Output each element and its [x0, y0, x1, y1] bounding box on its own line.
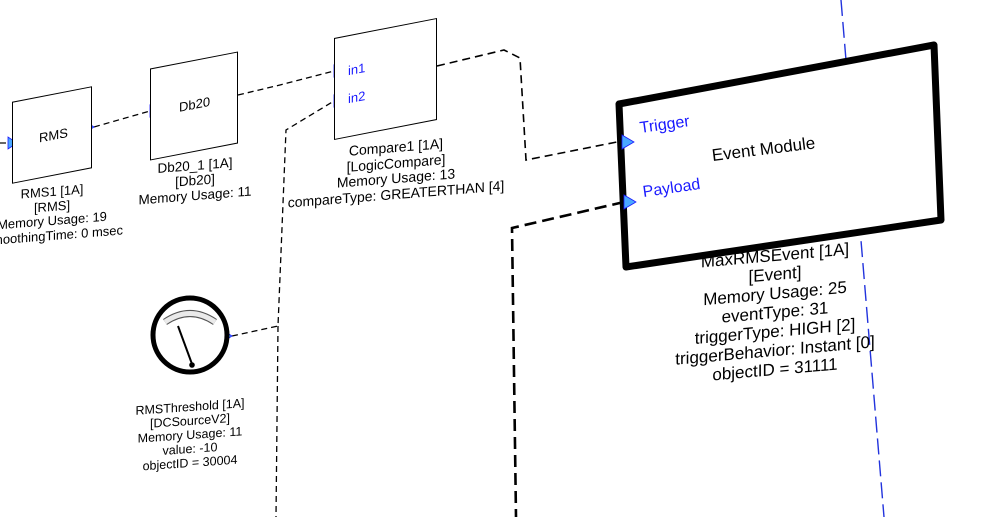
compare-block[interactable]: in1 in2 — [334, 17, 437, 141]
rms-block[interactable]: RMS — [12, 86, 92, 184]
wire-rms-db20 — [93, 110, 151, 128]
payload-input-port[interactable] — [623, 194, 637, 210]
gauge-icon[interactable] — [150, 295, 230, 375]
wire-db20-compare — [237, 70, 335, 96]
wire-compare-trigger — [436, 49, 623, 161]
guide-line — [840, 0, 885, 517]
wire-threshold-bus — [275, 325, 279, 517]
compare-pin-in1[interactable]: in1 — [348, 59, 366, 79]
compare-pin-in2[interactable]: in2 — [348, 87, 366, 107]
event-module-block[interactable] — [615, 41, 945, 271]
rms-info: RMS1 [1A] [RMS] Memory Usage: 19 moothin… — [0, 180, 123, 248]
db20-block-title: Db20 — [179, 93, 211, 115]
threshold-info: RMSThreshold [1A] [DCSourceV2] Memory Us… — [120, 395, 260, 475]
wire-payload — [510, 200, 625, 517]
trigger-input-port[interactable] — [621, 134, 635, 150]
wire-threshold-compare — [231, 100, 335, 337]
rms-block-title: RMS — [39, 124, 68, 146]
event-info: MaxRMSEvent [1A] [Event] Memory Usage: 2… — [640, 234, 910, 391]
db20-block[interactable]: Db20 — [150, 51, 238, 161]
